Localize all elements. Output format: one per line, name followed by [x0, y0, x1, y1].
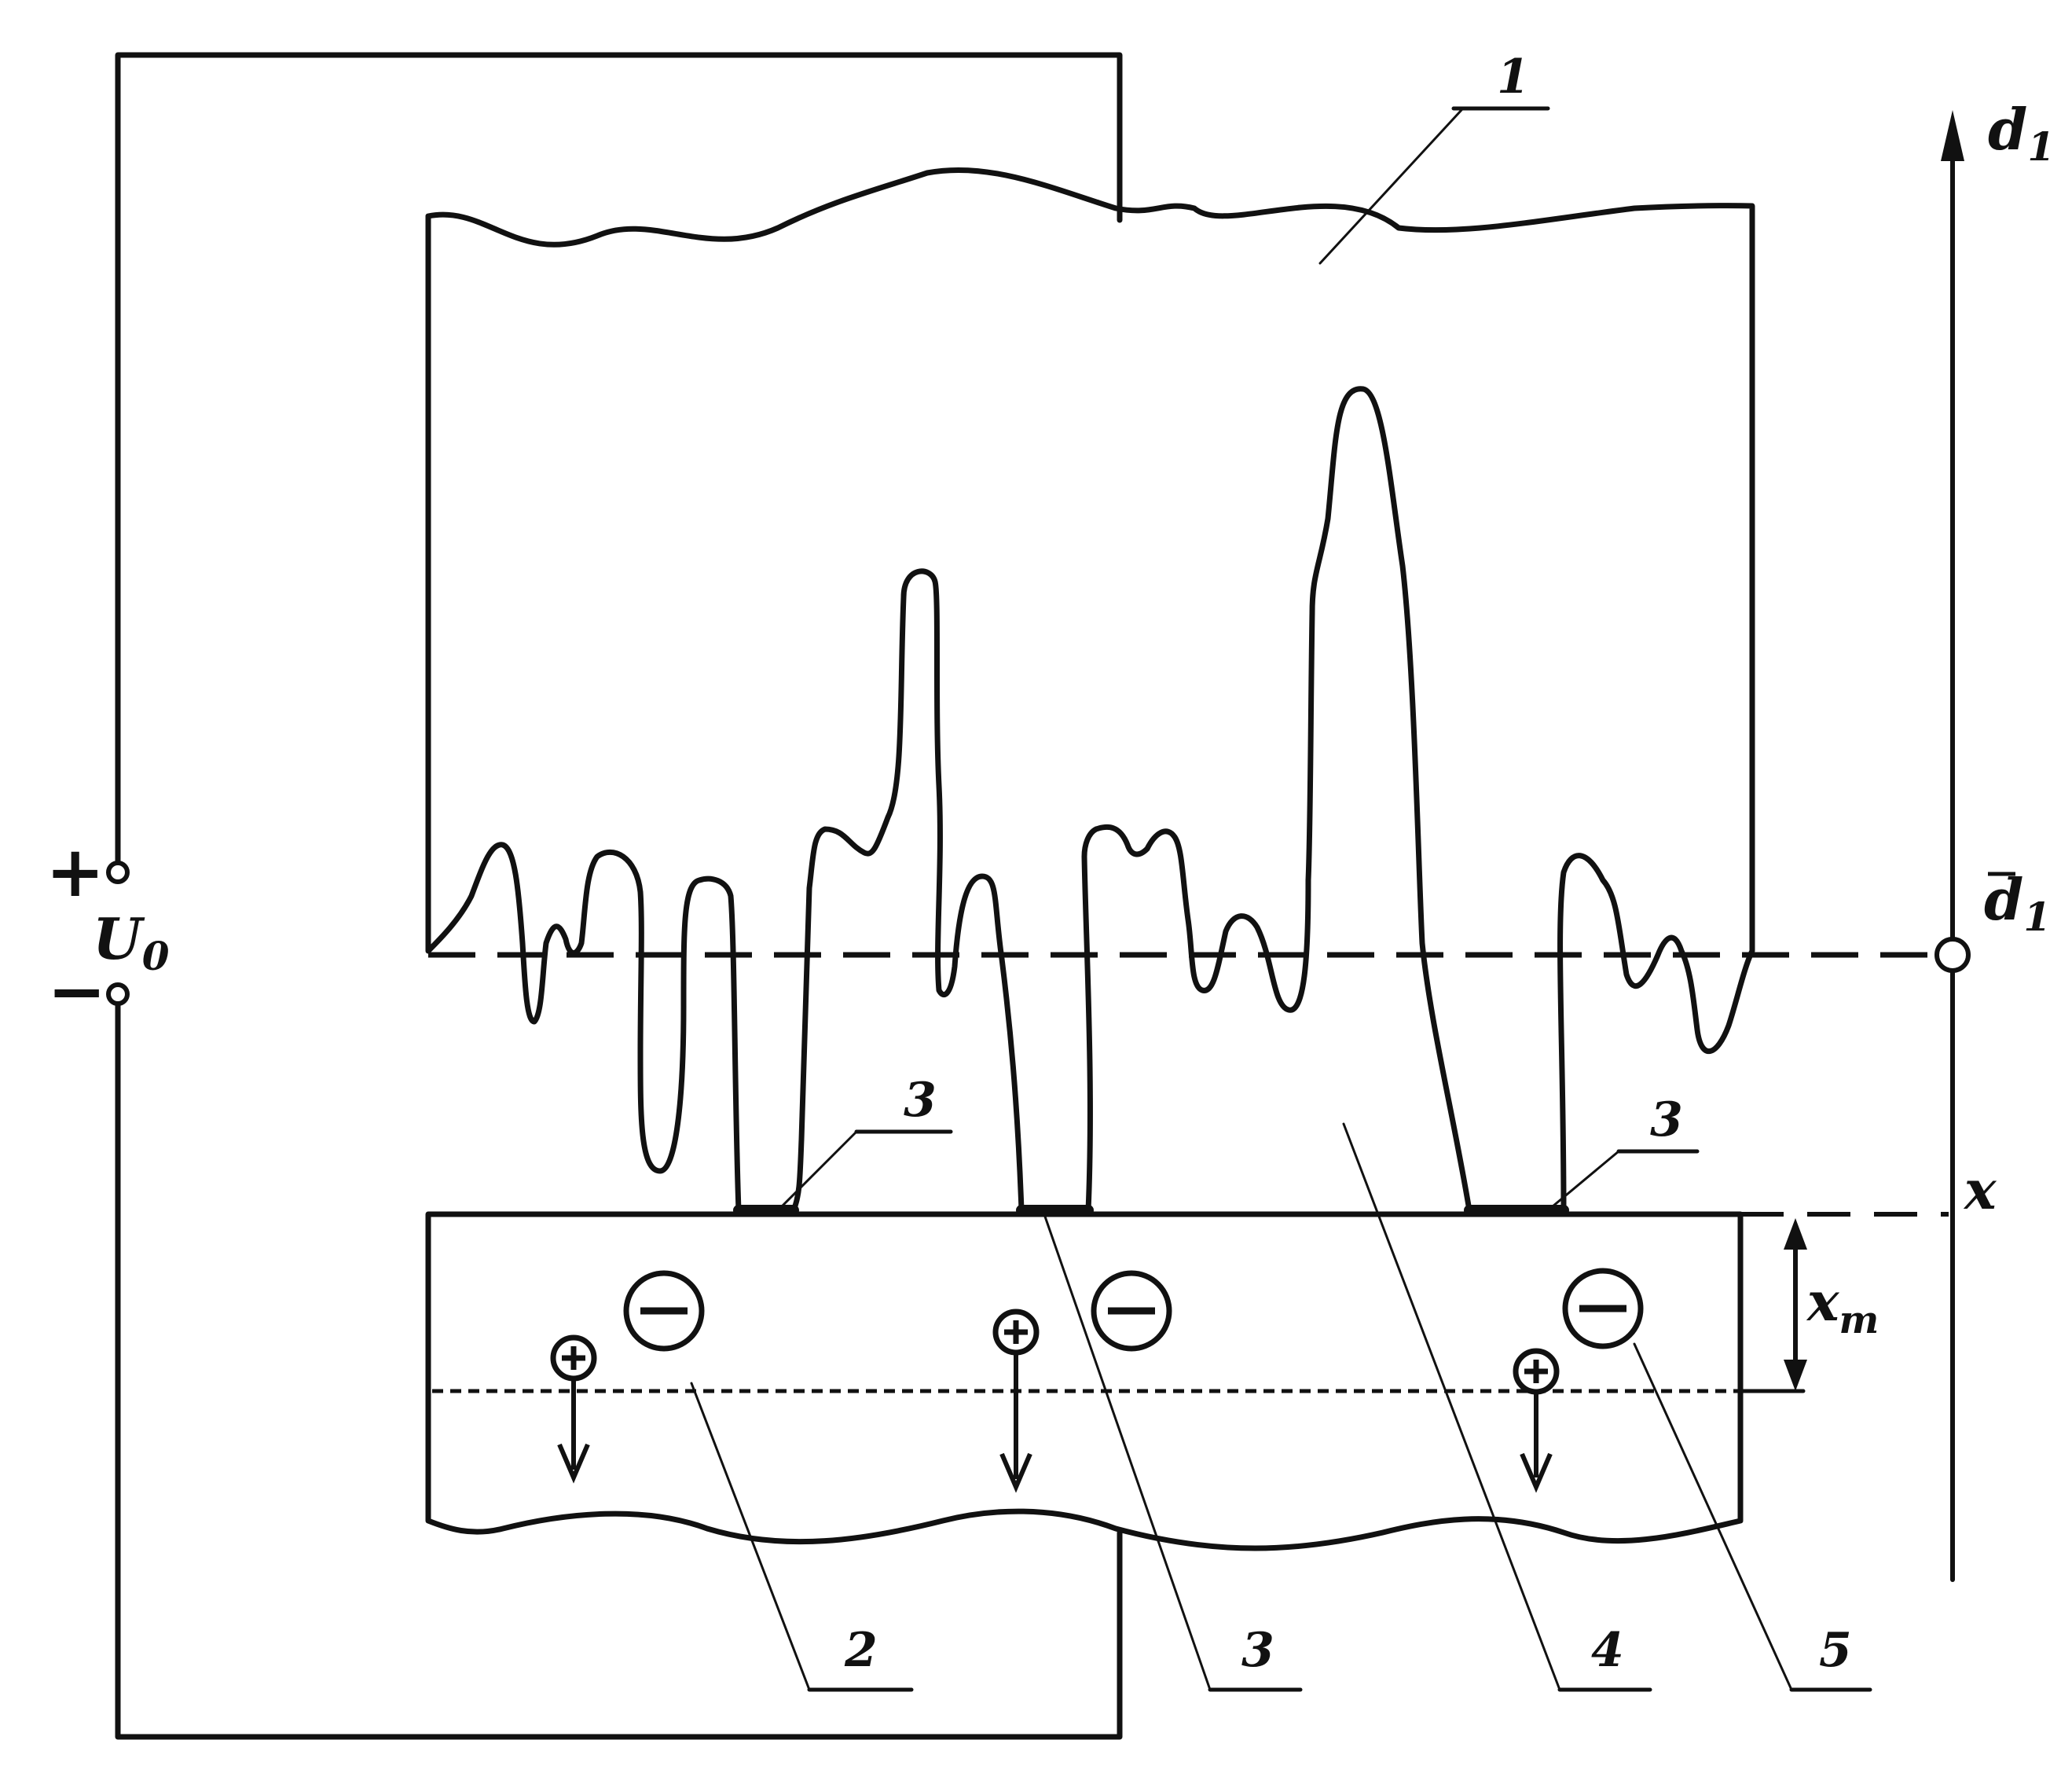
leader-3c: [1043, 1215, 1212, 1691]
d1-axis-label: d1: [1988, 96, 2055, 170]
mean-plane-marker: [1934, 937, 1971, 973]
label-5: 5: [1819, 1623, 1852, 1678]
plus-sign: +: [46, 830, 105, 913]
minus-sign: −: [47, 949, 106, 1033]
negative-charge-1: [623, 1270, 705, 1352]
circuit-wire: [115, 52, 1123, 1740]
voltage-symbol: U: [93, 905, 145, 972]
voltage-label: U0: [93, 905, 170, 979]
upper-body: [425, 167, 1755, 1213]
positive-charge-2: [992, 1309, 1040, 1493]
d1-axis-symbol: d: [1988, 96, 2027, 163]
leader-4: [1342, 1122, 1561, 1691]
leader-2: [690, 1382, 811, 1691]
leader-3b: [1546, 1150, 1620, 1212]
leader-5: [1633, 1342, 1793, 1691]
xm-arrow-bottom: [1784, 1360, 1807, 1391]
negative-terminal: [106, 982, 130, 1006]
label-3c: 3: [1241, 1623, 1274, 1678]
positive-charge-1: [550, 1334, 597, 1484]
label-3b: 3: [1650, 1092, 1683, 1147]
voltage-subscript: 0: [142, 933, 170, 979]
xm-symbol: x: [1806, 1271, 1840, 1334]
xm-label: xm: [1806, 1271, 1879, 1342]
positive-terminal: [106, 861, 130, 884]
d1-mean-label: d1: [1984, 866, 2051, 940]
label-3a: 3: [904, 1073, 937, 1128]
xm-arrow-top: [1784, 1218, 1807, 1250]
leader-1: [1318, 108, 1463, 265]
negative-charge-3: [1562, 1268, 1644, 1349]
d1-mean-symbol: d: [1984, 866, 2023, 933]
d1-mean-subscript: 1: [2023, 894, 2051, 940]
label-1: 1: [1497, 50, 1530, 105]
label-4: 4: [1591, 1623, 1624, 1678]
positive-charge-3: [1513, 1348, 1560, 1493]
xm-subscript: m: [1839, 1298, 1879, 1342]
x-axis-label: x: [1963, 1159, 1997, 1222]
leader-3a: [776, 1130, 858, 1212]
label-2: 2: [844, 1623, 878, 1678]
d1-axis-subscript: 1: [2027, 123, 2055, 170]
d1-axis-arrowhead: [1941, 110, 1964, 161]
lower-body: [425, 1211, 1744, 1551]
negative-charge-2: [1091, 1270, 1172, 1352]
